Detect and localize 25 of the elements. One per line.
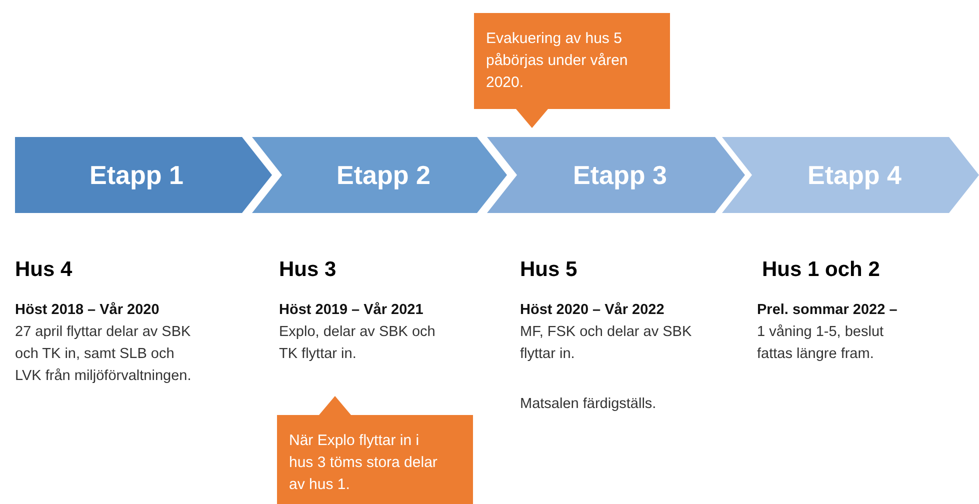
period-text: Prel. sommar 2022 – (757, 301, 898, 320)
callout-bubble (474, 13, 670, 128)
building-heading: Hus 5 (520, 257, 578, 283)
period-text: Höst 2019 – Vår 2021 (279, 301, 424, 320)
building-heading: Hus 4 (15, 257, 74, 283)
stage-label: Etapp 2 (336, 158, 430, 192)
callout-text: När Explo flyttar in i hus 3 töms stora delar av hus 1. (289, 431, 438, 495)
stage-band (15, 137, 272, 213)
stage-label: Etapp 3 (573, 158, 667, 192)
description-text: Explo, delar av SBK och TK flyttar in. (279, 323, 436, 364)
period-text: Höst 2020 – Vår 2022 (520, 301, 666, 320)
description-text: MF, FSK och delar av SBK flyttar in. (520, 323, 693, 364)
stage-label: Etapp 4 (808, 158, 902, 192)
callout-bubble (277, 396, 473, 504)
callout-text: Evakuering av hus 5 påbörjas under våren 2020. (486, 29, 629, 93)
description-text: Matsalen färdigställs. (520, 395, 658, 414)
description-text: 1 våning 1-5, beslut fattas längre fram. (757, 323, 885, 364)
stage-label: Etapp 1 (90, 158, 184, 192)
stage-band (722, 137, 979, 213)
period-text: Höst 2018 – Vår 2020 (15, 301, 160, 320)
description-text: 27 april flyttar delar av SBK och TK in, samt SLB och LVK från miljöförvaltningen. (15, 323, 192, 386)
building-heading: Hus 1 och 2 (762, 257, 881, 283)
stage-band (252, 137, 507, 213)
stage-band (487, 137, 745, 213)
building-heading: Hus 3 (279, 257, 338, 283)
